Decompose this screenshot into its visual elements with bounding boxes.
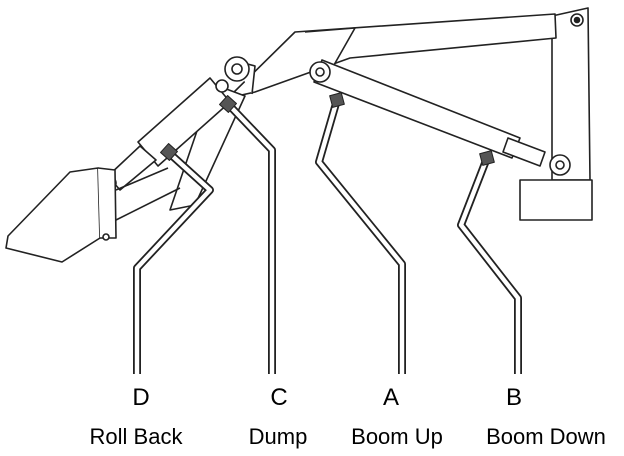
mount-tower xyxy=(519,7,593,221)
hose-fittings xyxy=(160,92,495,166)
hoses xyxy=(133,98,522,374)
port-b-name: Boom Down xyxy=(486,424,606,449)
hose-d xyxy=(133,149,214,374)
port-d-letter: D xyxy=(132,384,150,411)
hose-a xyxy=(315,98,406,374)
port-a-name: Boom Up xyxy=(351,424,443,449)
port-b-letter: B xyxy=(505,384,523,411)
port-c-letter: C xyxy=(270,384,288,411)
port-d-name: Roll Back xyxy=(89,424,183,449)
port-c-name: Dump xyxy=(248,424,308,449)
bucket xyxy=(5,167,181,263)
boom-pivot xyxy=(224,56,250,82)
port-a-letter: A xyxy=(382,384,400,411)
boom-cylinder xyxy=(309,59,571,176)
hose-b xyxy=(457,156,522,374)
